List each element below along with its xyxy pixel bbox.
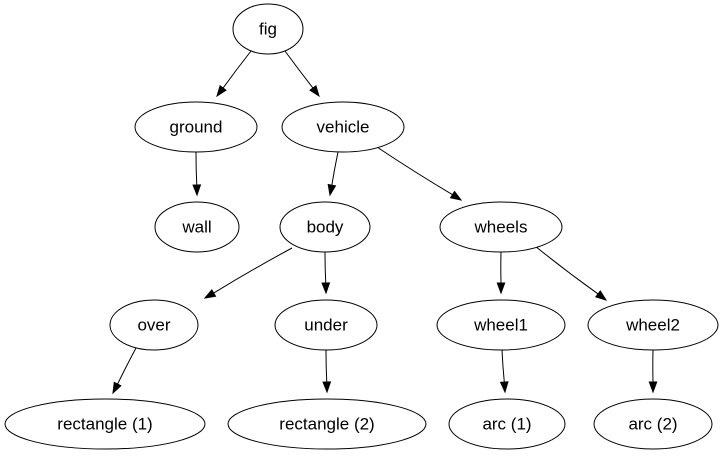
node-label: wall — [181, 217, 211, 236]
node-rectangle_1[interactable]: rectangle (1) — [4, 398, 206, 450]
edge-arrowhead-icon — [216, 84, 227, 98]
node-arc_2[interactable]: arc (2) — [593, 398, 713, 450]
edge-line — [213, 247, 293, 294]
node-shape-ellipse[interactable] — [593, 398, 713, 450]
node-label: rectangle (2) — [279, 414, 374, 433]
node-shape-ellipse[interactable] — [439, 201, 563, 253]
edge-over-to-rectangle_1 — [112, 347, 137, 395]
edge-line — [195, 151, 198, 186]
edge-line — [331, 151, 339, 186]
node-wheels[interactable]: wheels — [439, 201, 563, 253]
node-shape-ellipse[interactable] — [154, 201, 240, 253]
edge-arrowhead-icon — [496, 282, 506, 295]
edge-arrowhead-icon — [112, 381, 122, 395]
node-label: wheel1 — [473, 315, 528, 334]
edge-under-to-rectangle_2 — [322, 349, 332, 394]
edge-wheels-to-wheel2 — [534, 245, 608, 301]
edge-line — [376, 146, 453, 196]
node-body[interactable]: body — [279, 201, 371, 253]
node-shape-ellipse[interactable] — [448, 398, 566, 450]
edges-layer — [112, 50, 658, 395]
edge-vehicle-to-wheels — [376, 146, 463, 201]
node-label: ground — [170, 117, 223, 136]
node-shape-ellipse[interactable] — [134, 101, 258, 153]
node-fig[interactable]: fig — [232, 3, 304, 55]
node-label: body — [307, 217, 344, 236]
node-wheel1[interactable]: wheel1 — [436, 299, 566, 351]
edge-arrowhead-icon — [203, 288, 217, 299]
edge-line — [534, 245, 599, 295]
node-label: vehicle — [317, 117, 370, 136]
node-wheel2[interactable]: wheel2 — [587, 299, 719, 351]
edge-wheel2-to-arc_2 — [648, 349, 658, 394]
edge-line — [284, 50, 314, 89]
node-label: wheels — [474, 217, 528, 236]
node-wall[interactable]: wall — [154, 201, 240, 253]
node-over[interactable]: over — [109, 299, 199, 351]
node-vehicle[interactable]: vehicle — [281, 101, 405, 153]
edge-ground-to-wall — [192, 151, 202, 197]
edge-arrowhead-icon — [321, 282, 331, 295]
edge-arrowhead-icon — [594, 290, 608, 301]
node-label: fig — [259, 19, 277, 38]
node-shape-ellipse[interactable] — [109, 299, 199, 351]
node-label: arc (2) — [628, 414, 677, 433]
node-label: wheel2 — [625, 315, 680, 334]
node-label: under — [304, 315, 348, 334]
edge-arrowhead-icon — [327, 183, 337, 197]
node-label: arc (1) — [482, 414, 531, 433]
node-under[interactable]: under — [274, 299, 378, 351]
node-shape-ellipse[interactable] — [274, 299, 378, 351]
edge-arrowhead-icon — [192, 184, 202, 197]
edge-arrowhead-icon — [309, 84, 320, 98]
edge-wheels-to-wheel1 — [496, 251, 506, 295]
node-shape-ellipse[interactable] — [587, 299, 719, 351]
node-ground[interactable]: ground — [134, 101, 258, 153]
node-label: rectangle (1) — [57, 414, 152, 433]
node-rectangle_2[interactable]: rectangle (2) — [227, 398, 427, 450]
edge-line — [324, 251, 327, 284]
edge-body-to-under — [321, 251, 331, 295]
node-shape-ellipse[interactable] — [436, 299, 566, 351]
edge-arrowhead-icon — [499, 381, 509, 394]
node-shape-ellipse[interactable] — [4, 398, 206, 450]
node-shape-ellipse[interactable] — [232, 3, 304, 55]
edge-line — [222, 50, 252, 89]
node-arc_1[interactable]: arc (1) — [448, 398, 566, 450]
node-shape-ellipse[interactable] — [227, 398, 427, 450]
edge-vehicle-to-body — [327, 151, 339, 197]
edge-fig-to-vehicle — [284, 50, 320, 98]
edge-body-to-over — [203, 247, 293, 299]
edge-arrowhead-icon — [322, 381, 332, 394]
node-shape-ellipse[interactable] — [279, 201, 371, 253]
edge-fig-to-ground — [216, 50, 252, 98]
edge-arrowhead-icon — [449, 190, 463, 201]
nodes-layer: fig ground vehicle wall body wheels over under w… — [4, 3, 719, 450]
edge-wheel1-to-arc_1 — [499, 349, 509, 394]
node-label: over — [137, 315, 170, 334]
edge-line — [117, 347, 137, 385]
edge-line — [501, 349, 505, 383]
node-shape-ellipse[interactable] — [281, 101, 405, 153]
edge-arrowhead-icon — [648, 381, 658, 394]
edge-line — [325, 349, 328, 383]
